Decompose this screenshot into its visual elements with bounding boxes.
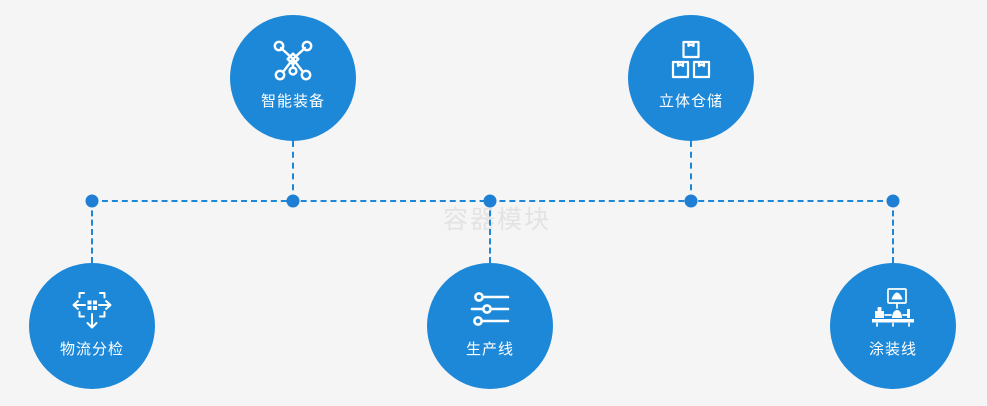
node-painting-line[interactable]: 涂装线: [830, 263, 956, 389]
watermark-text: 容器模块: [442, 206, 551, 234]
node-intelligent-equipment[interactable]: 智能装备: [230, 15, 356, 141]
junction-dot-5[interactable]: [886, 194, 900, 208]
node-label: 生产线: [465, 341, 514, 358]
node-label: 智能装备: [260, 93, 325, 110]
stacked-boxes-icon: [667, 37, 715, 85]
node-logistics-sorting[interactable]: 物流分检: [29, 263, 155, 389]
node-label: 涂装线: [868, 341, 917, 358]
connector-to-intelligent-equipment: [292, 141, 294, 201]
connector-to-logistics-sorting: [91, 201, 93, 263]
node-label: 物流分检: [59, 341, 124, 358]
node-production-line[interactable]: 生产线: [427, 263, 553, 389]
connector-to-stereoscopic-warehouse: [690, 141, 692, 201]
sorting-arrows-icon: [68, 285, 116, 333]
node-stereoscopic-warehouse[interactable]: 立体仓储: [628, 15, 754, 141]
network-nodes-icon: [269, 37, 317, 85]
junction-dot-4[interactable]: [684, 194, 698, 208]
junction-dot-3[interactable]: [483, 194, 497, 208]
junction-dot-1[interactable]: [85, 194, 99, 208]
painting-line-icon: [869, 285, 917, 333]
connector-to-production-line: [489, 201, 491, 263]
node-label: 立体仓储: [658, 93, 723, 110]
sliders-icon: [466, 285, 514, 333]
connector-to-painting-line: [892, 201, 894, 263]
junction-dot-2[interactable]: [286, 194, 300, 208]
